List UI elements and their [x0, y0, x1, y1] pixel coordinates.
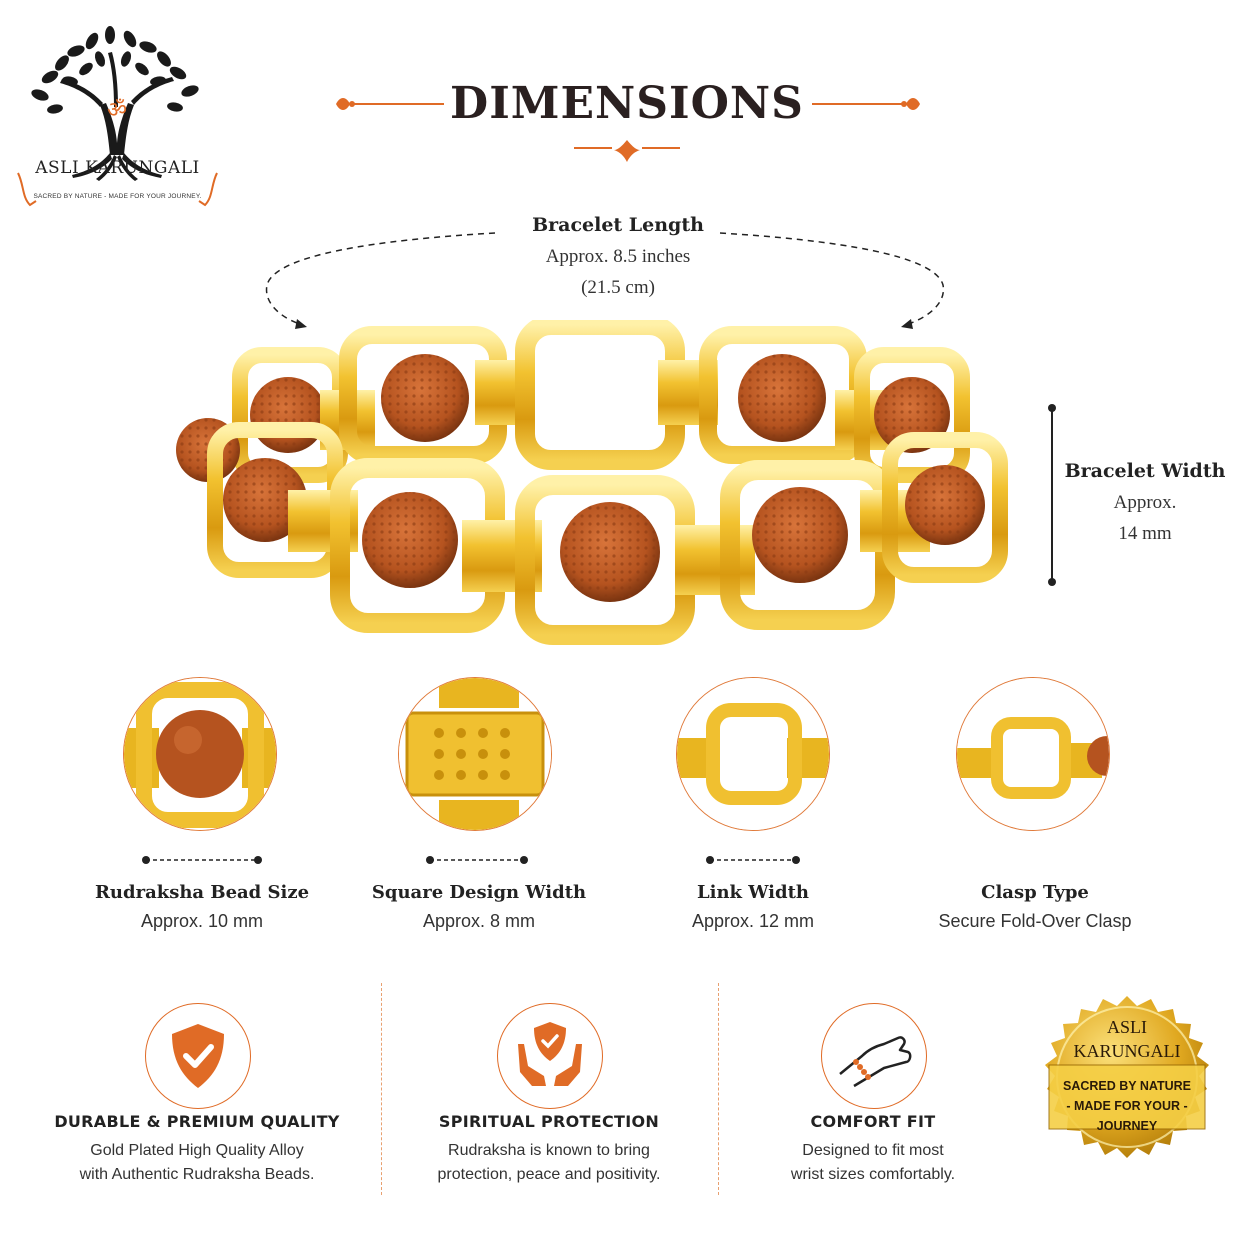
seal-line2: KARUNGALI: [1073, 1041, 1181, 1061]
divider: [718, 983, 719, 1195]
bracelet-product-image: [176, 320, 1008, 645]
wrist-bracelet-icon: [821, 1003, 927, 1109]
clasp-closeup: [956, 677, 1110, 831]
feature-link-width: Link Width Approx. 12 mm: [613, 882, 893, 932]
feature-value: Approx. 12 mm: [691, 911, 815, 931]
length-value-inches: Approx. 8.5 inches: [545, 246, 691, 267]
feature-label: Square Design Width: [371, 882, 587, 903]
divider: [381, 983, 382, 1195]
feature-value: Approx. 8 mm: [422, 911, 536, 931]
benefit-spiritual-protection: SPIRITUAL PROTECTION Rudraksha is known …: [384, 1112, 714, 1187]
bracelet-width-annotation: Bracelet Width Approx. 14 mm: [1060, 456, 1230, 549]
svg-text:ॐ: ॐ: [107, 98, 127, 123]
benefit-comfort-fit: COMFORT FIT Designed to fit most wrist s…: [708, 1112, 1038, 1187]
seal-line5: JOURNEY: [1096, 1119, 1158, 1133]
brand-name: ASLI KARUNGALI: [35, 158, 200, 178]
brand-logo-tree-icon: ॐ: [17, 26, 218, 207]
benefit-durable-quality: DURABLE & PREMIUM QUALITY Gold Plated Hi…: [32, 1112, 362, 1187]
feature-clasp-type: Clasp Type Secure Fold-Over Clasp: [895, 882, 1175, 932]
benefit-desc-line2: protection, peace and positivity.: [437, 1166, 661, 1183]
brand-tagline: SACRED BY NATURE - MADE FOR YOUR JOURNEY…: [33, 193, 202, 200]
benefit-desc-line1: Designed to fit most: [802, 1142, 944, 1159]
benefit-title: SPIRITUAL PROTECTION: [438, 1112, 660, 1131]
feature-label: Clasp Type: [981, 882, 1089, 903]
benefit-desc-line1: Gold Plated High Quality Alloy: [90, 1142, 304, 1159]
feature-bead-size: Rudraksha Bead Size Approx. 10 mm: [62, 882, 342, 932]
feature-label: Link Width: [696, 882, 810, 903]
width-measure-line-icon: [1048, 404, 1056, 586]
width-value-line2: 14 mm: [1118, 523, 1172, 544]
feature-label: Rudraksha Bead Size: [94, 882, 310, 903]
seal-tagline-text: SACRED BY NATURE - MADE FOR YOUR - JOURN…: [1047, 1076, 1207, 1136]
seal-line3: SACRED BY NATURE: [1062, 1079, 1192, 1093]
title-ornament-right-icon: [812, 98, 920, 110]
benefit-desc-line1: Rudraksha is known to bring: [448, 1142, 650, 1159]
seal-brand-text: ASLI KARUNGALI: [1027, 1015, 1227, 1063]
title-ornament-left-icon: [336, 98, 444, 110]
feature-value: Secure Fold-Over Clasp: [938, 911, 1132, 931]
width-label: Bracelet Width: [1064, 460, 1226, 482]
gold-link-closeup: [676, 677, 830, 831]
feature-square-width: Square Design Width Approx. 8 mm: [339, 882, 619, 932]
seal-line4: - MADE FOR YOUR -: [1066, 1099, 1188, 1113]
page-title: DIMENSIONS: [450, 78, 804, 129]
length-label: Bracelet Length: [532, 214, 704, 236]
feature-measure-lines-icon: [142, 856, 800, 864]
benefit-desc-line2: with Authentic Rudraksha Beads.: [79, 1166, 315, 1183]
rudraksha-bead-closeup: [123, 677, 277, 831]
benefit-title: COMFORT FIT: [810, 1112, 936, 1131]
seal-line1: ASLI: [1107, 1017, 1147, 1037]
benefit-title: DURABLE & PREMIUM QUALITY: [54, 1112, 340, 1131]
feature-value: Approx. 10 mm: [140, 911, 264, 931]
square-design-closeup: [398, 677, 552, 831]
hands-shield-icon: [497, 1003, 603, 1109]
shield-check-icon: [145, 1003, 251, 1109]
bracelet-length-annotation: Bracelet Length Approx. 8.5 inches (21.5…: [470, 210, 766, 303]
width-value-line1: Approx.: [1113, 492, 1177, 513]
length-value-cm: (21.5 cm): [581, 277, 655, 298]
benefit-desc-line2: wrist sizes comfortably.: [790, 1166, 956, 1183]
title-underline-ornament-icon: [574, 140, 680, 162]
gold-seal-badge-icon: [1045, 996, 1209, 1158]
length-dashed-arc-arrows-icon: [265, 232, 945, 329]
